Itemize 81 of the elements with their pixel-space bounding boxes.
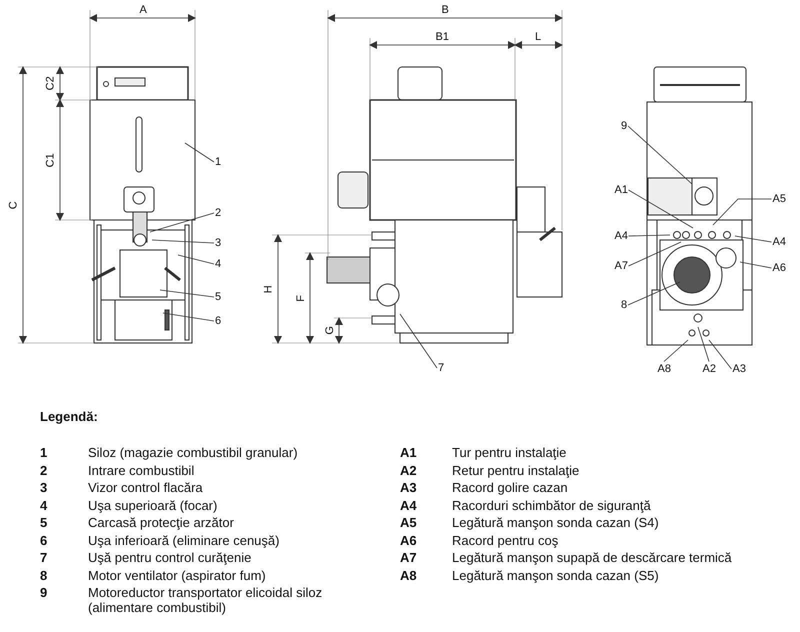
legend-description: Racorduri schimbător de siguranţă [452,498,652,514]
leader-line [184,142,214,162]
legend-key: 3 [40,481,48,496]
leader-line [400,314,438,368]
callout-number: 4 [215,258,222,270]
legend-description: Uşa inferioară (eliminare cenuşă) [88,534,280,548]
leader-line [628,242,682,266]
dimension-label: B [442,4,449,16]
dimension-label: C [8,200,20,209]
dimension-label: G [323,326,336,334]
leader-line [152,240,214,244]
callout-number: 6 [215,314,222,328]
legend-description: Racord golire cazan [452,481,569,496]
dimension-label: B1 [436,30,449,44]
dimension-label: C1 [44,152,58,167]
legend-key: 7 [40,551,48,566]
legend-key: 2 [40,464,48,478]
legend-description: Vizor control flacăra [88,481,204,496]
legend-description: Motoreductor transportator elicoidal siloz (alimentare combustibil) [88,586,324,616]
dimension-label: F [294,294,308,302]
callout-number: 3 [215,236,222,250]
legend-description: Legătură manşon sonda cazan (S5) [452,568,660,584]
dimension-label: H [262,284,276,293]
legend-description: Racord pentru coş [452,534,560,548]
legend-description: Legătură manşon supapă de descărcare termică [452,551,733,566]
legend-key: A5 [400,516,417,531]
legend-description: Uşă pentru control curăţenie [88,551,252,566]
legend-description: Siloz (magazie combustibil granular) [88,446,299,461]
callout-number: 2 [215,206,222,220]
callout-number: A7 [614,260,628,272]
leader-line [150,212,214,232]
leader-line [698,326,710,362]
leader-line [162,312,214,322]
legend-key: 8 [40,568,48,584]
legend-description: Uşa superioară (focar) [88,498,218,514]
callout-number: A8 [658,362,671,376]
callout-number: A2 [702,362,716,376]
dimension-label: L [535,30,542,44]
leader-line [734,236,772,242]
leader-line [740,262,772,268]
legend-key: 5 [40,516,48,531]
dimension-label: A [140,4,147,16]
legend-description: Motor ventilator (aspirator fum) [88,568,267,584]
callout-number: 1 [215,156,222,168]
callout-number: A3 [732,362,746,376]
callout-number: A6 [772,262,786,274]
legend-key: 1 [40,446,48,461]
legend-description: Carcasă protecţie arzător [88,516,235,531]
legend-key: A4 [400,498,417,514]
legend-description: Retur pentru instalaţie [452,464,580,478]
legend-description: Legătură manşon sonda cazan (S4) [452,516,660,531]
callout-number: 8 [621,298,628,312]
legend-description: Tur pentru instalaţie [452,446,568,461]
callout-number: 5 [215,290,222,304]
legend-key: A7 [400,551,417,566]
legend-key: A3 [400,481,417,496]
dimension-label: C2 [44,76,58,90]
callout-number: A1 [614,184,628,196]
legend-key: A2 [400,464,417,478]
legend-key: A1 [400,446,417,461]
callout-number: A4 [614,230,628,242]
leader-line [160,290,214,298]
legend-key: A6 [400,534,417,548]
callout-number: A5 [772,192,786,206]
legend-key: 6 [40,534,48,548]
legend-title: Legendă: [40,410,98,425]
leader-line [664,340,688,362]
leader-line [712,198,772,226]
leader-line [628,282,680,306]
leader-line [628,234,670,236]
legend-key: 4 [40,498,48,514]
callout-number: 9 [621,120,628,132]
callout-number: 7 [438,362,444,374]
callout-number: A4 [772,236,786,248]
legend-description: Intrare combustibil [88,464,196,478]
leader-line [178,254,214,264]
legend-key: A8 [400,568,417,584]
leader-line [628,190,694,228]
leader-line [708,340,732,370]
leader-line [628,126,692,184]
legend-key: 9 [40,586,48,601]
